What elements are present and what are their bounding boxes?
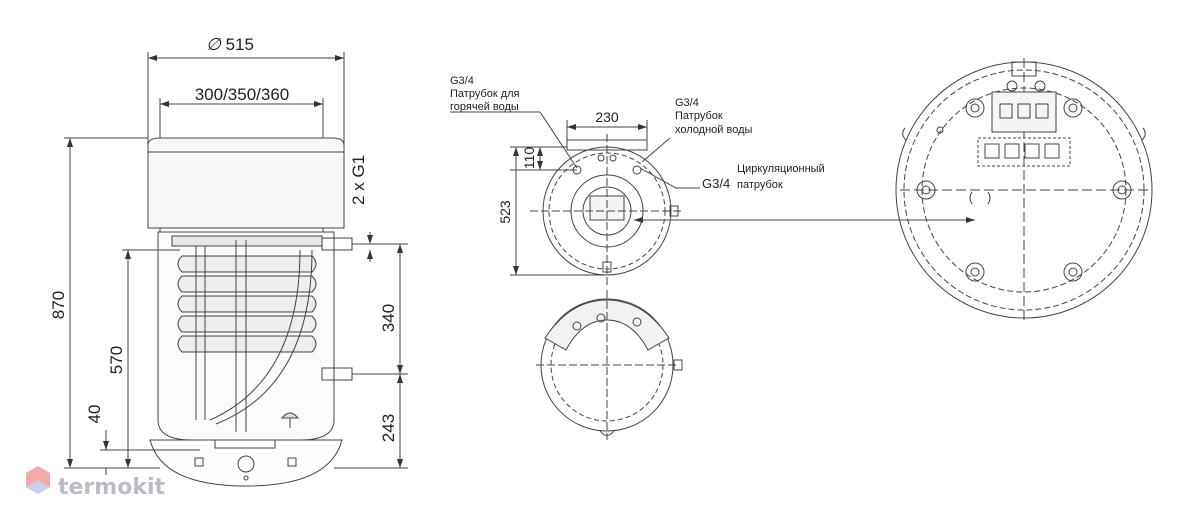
- termokit-logo: termokit: [26, 466, 165, 500]
- dim-height-bottom: 40: [85, 405, 104, 424]
- bottom-view: [536, 290, 683, 440]
- circulation-label-line1: Циркуляционный: [737, 163, 825, 175]
- hot-water-label-size: G3/4: [450, 75, 474, 87]
- detail-view: [895, 58, 1153, 322]
- cold-water-label-line2: Патрубок: [675, 110, 723, 122]
- dim-height-coil: 570: [107, 346, 126, 374]
- cold-water-label-line3: холодной воды: [675, 124, 752, 136]
- dim-height-total: 870: [49, 291, 68, 319]
- cold-water-label-size: G3/4: [675, 97, 699, 109]
- dim-top-depth: 523: [497, 200, 513, 224]
- circulation-label-line2: патрубок: [737, 179, 783, 191]
- dim-pipe-lower: 243: [379, 414, 398, 442]
- hot-water-label-line3: горячей воды: [450, 101, 519, 113]
- logo-text: termokit: [58, 475, 165, 500]
- dim-top-width: 230: [595, 109, 619, 125]
- circulation-label-size: G3/4: [702, 176, 730, 191]
- front-view: [64, 52, 408, 487]
- top-view: [450, 111, 975, 288]
- dim-coil-width: 300/350/360: [195, 85, 290, 104]
- dim-diameter: ∅ 515: [206, 35, 254, 54]
- hot-water-label-line2: Патрубок для: [450, 88, 520, 100]
- dim-connections: 2 x G1: [349, 155, 368, 205]
- dim-top-offset: 110: [521, 147, 537, 170]
- dim-pipe-upper: 340: [379, 304, 398, 332]
